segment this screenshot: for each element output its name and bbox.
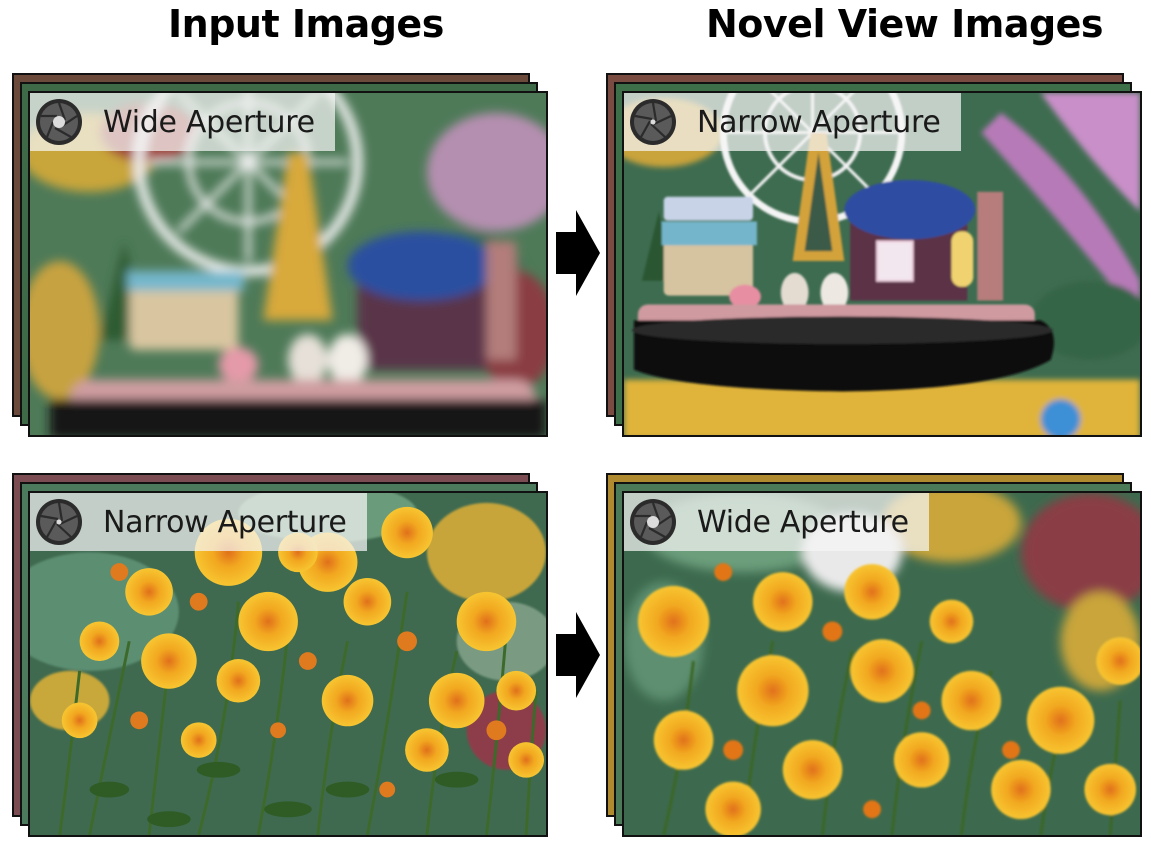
- aperture-badge: Wide Aperture: [624, 493, 929, 551]
- aperture-label: Wide Aperture: [103, 104, 315, 140]
- aperture-icon: [630, 99, 676, 145]
- photo-frame: Narrow Aperture: [622, 91, 1142, 437]
- photo-frame: Narrow Aperture: [28, 491, 548, 837]
- panel-novel-carousel: Narrow Aperture: [606, 73, 1142, 437]
- aperture-badge: Narrow Aperture: [30, 493, 367, 551]
- aperture-label: Narrow Aperture: [103, 504, 347, 540]
- aperture-badge: Wide Aperture: [30, 93, 335, 151]
- arrow-right-icon: [556, 210, 600, 296]
- aperture-label: Narrow Aperture: [697, 104, 941, 140]
- aperture-icon: [36, 499, 82, 545]
- panel-input-carousel: Wide Aperture: [12, 73, 548, 437]
- panel-input-flowers: Narrow Aperture: [12, 473, 548, 837]
- aperture-icon: [630, 499, 676, 545]
- flowers-photo: [624, 493, 1140, 835]
- input-images-title: Input Images: [168, 2, 444, 46]
- arrow-right-icon: [556, 612, 600, 698]
- aperture-icon: [36, 99, 82, 145]
- photo-frame: Wide Aperture: [28, 91, 548, 437]
- aperture-badge: Narrow Aperture: [624, 93, 961, 151]
- panel-novel-flowers: Wide Aperture: [606, 473, 1142, 837]
- photo-frame: Wide Aperture: [622, 491, 1142, 837]
- novel-view-images-title: Novel View Images: [706, 2, 1104, 46]
- aperture-label: Wide Aperture: [697, 504, 909, 540]
